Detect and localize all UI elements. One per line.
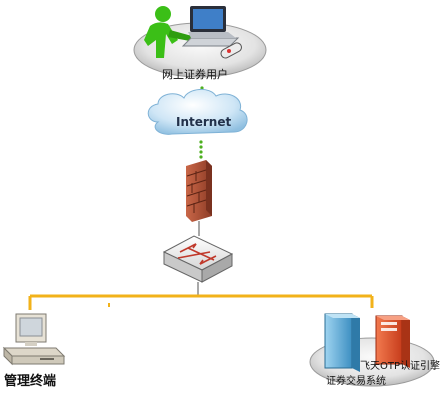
mouse-icon: [220, 42, 242, 59]
trade-system-label: 证券交易系统: [326, 376, 386, 387]
terminal-label: 管理终端: [4, 374, 57, 389]
person-icon: [144, 6, 192, 58]
server-node: [309, 313, 435, 387]
firewall-icon: [186, 160, 212, 222]
switch-icon: [162, 235, 234, 283]
cloud-icon: [147, 89, 248, 135]
network-bus: [28, 294, 374, 310]
otp-engine-label: 飞天OTP认证引擎: [360, 361, 441, 372]
internet-label: Internet: [176, 115, 232, 129]
user-label: 网上证券用户: [162, 68, 228, 81]
bus-tap: [108, 303, 110, 307]
laptop-icon: [181, 6, 240, 47]
computer-icon: [2, 313, 66, 366]
server-icon: [324, 313, 410, 372]
link-internet-firewall: [199, 140, 203, 159]
user-node: [133, 6, 267, 78]
